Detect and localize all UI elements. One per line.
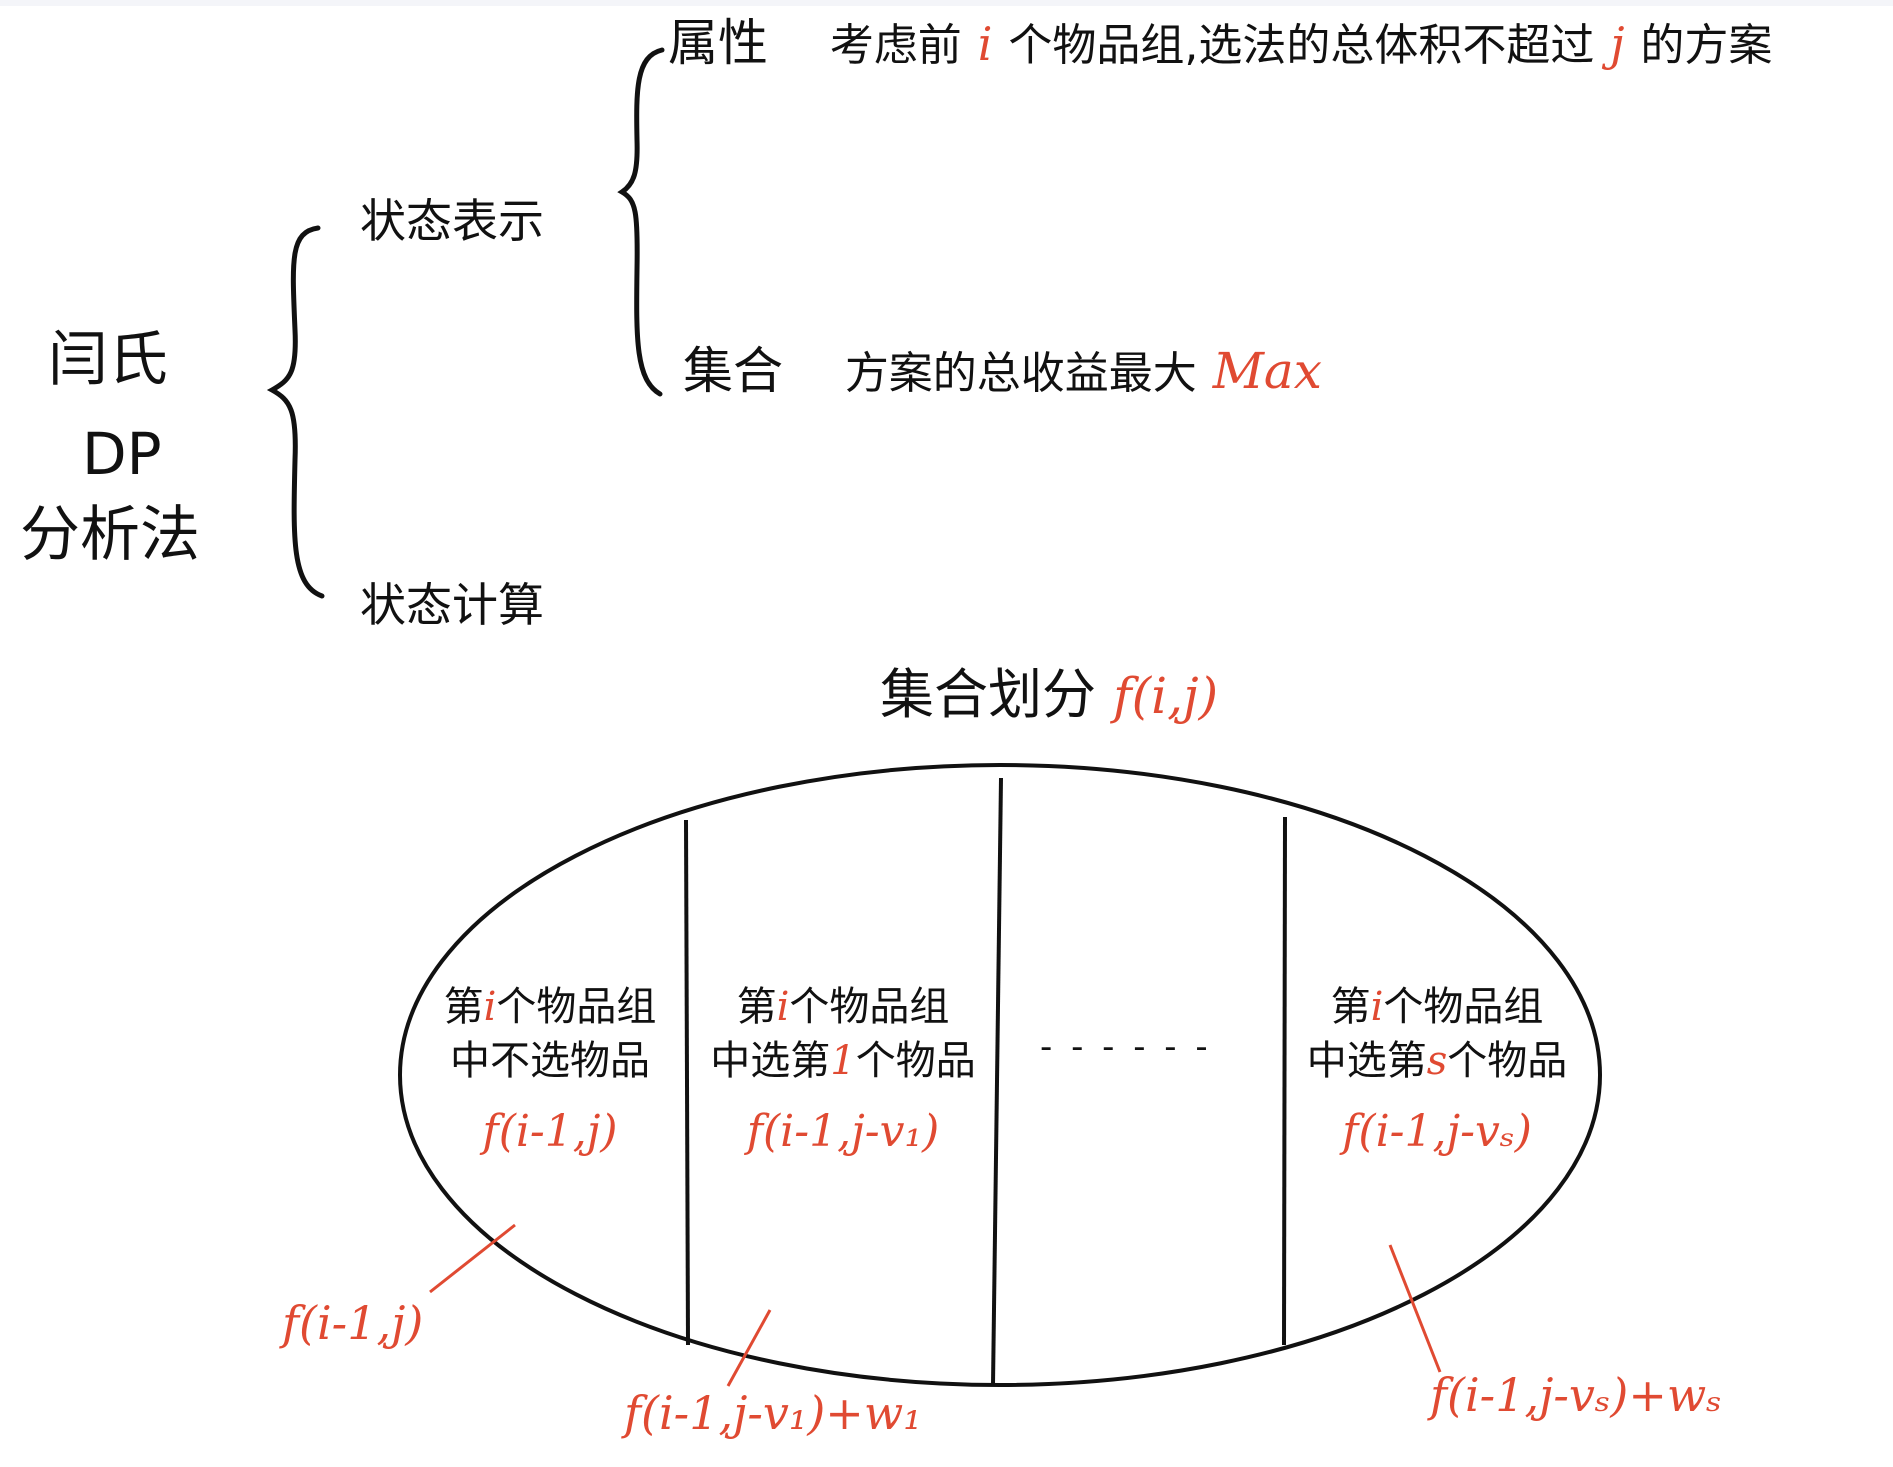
top-strip	[0, 0, 1893, 6]
sub-brace	[617, 47, 665, 397]
cell-3-var-i: i	[1370, 984, 1384, 1030]
divider-1	[684, 819, 690, 1346]
cell-1-prefix: 第	[443, 984, 484, 1030]
leader-3	[1388, 1244, 1442, 1373]
partition-cell-2: 第i个物品组 中选第1个物品 f(i-1,j-v₁)	[708, 980, 978, 1161]
cell-2-line2-a: 中选第	[710, 1038, 831, 1084]
cell-3-line2-var: s	[1426, 1038, 1448, 1084]
cell-2-line2-b: 个物品	[855, 1038, 976, 1084]
cell-1-expr: f(i-1,j)	[482, 1106, 618, 1157]
method-line-3: 分析法	[20, 500, 200, 570]
attribute-text-b: 个物品组,选法的总体积不超过	[1008, 20, 1595, 71]
main-brace	[266, 225, 325, 599]
cell-1-var-i: i	[483, 984, 497, 1030]
leader-2	[726, 1309, 772, 1387]
attribute-text-c: 的方案	[1640, 20, 1773, 71]
set-text: 方案的总收益最大	[844, 348, 1197, 399]
set-label: 集合	[683, 342, 783, 400]
attribute-var-j: j	[1610, 17, 1625, 71]
divider-3	[1282, 816, 1287, 1346]
method-line-2: DP	[82, 420, 162, 488]
cell-3-prefix: 第	[1330, 984, 1371, 1030]
attribute-label: 属性	[668, 14, 768, 72]
cell-2-expr: f(i-1,j-v₁)	[746, 1106, 940, 1157]
partition-title-expr: f(i,j)	[1113, 667, 1219, 725]
partition-title-row: 集合划分 f(i,j)	[880, 668, 1218, 722]
divider-2	[991, 777, 1003, 1386]
cell-2-group-text: 个物品组	[789, 984, 950, 1030]
cell-3-line2-a: 中选第	[1306, 1038, 1427, 1084]
cell-2-prefix: 第	[736, 984, 777, 1030]
method-line-1: 闫氏	[48, 325, 168, 395]
partition-title: 集合划分	[880, 663, 1096, 726]
attribute-text-a: 考虑前	[829, 20, 962, 71]
attribute-row: 属性 考虑前 i 个物品组,选法的总体积不超过 j 的方案	[668, 18, 1772, 68]
attribute-var-i: i	[977, 17, 993, 71]
cell-3-group-text: 个物品组	[1383, 984, 1544, 1030]
set-ellipse	[398, 763, 1602, 1387]
result-1: f(i-1,j)	[282, 1296, 424, 1350]
state-computation-label: 状态计算	[360, 578, 544, 632]
cell-2-line2-var: 1	[830, 1038, 856, 1084]
cell-3-expr: f(i-1,j-vₛ)	[1342, 1106, 1532, 1157]
cell-3-line2-b: 个物品	[1447, 1038, 1568, 1084]
set-row: 集合 方案的总收益最大 Max	[683, 346, 1322, 396]
set-max: Max	[1212, 342, 1322, 400]
cell-1-group-text: 个物品组	[496, 984, 657, 1030]
partition-cell-3: 第i个物品组 中选第s个物品 f(i-1,j-vₛ)	[1292, 980, 1582, 1161]
leader-1	[429, 1223, 516, 1294]
cell-1-line2: 中不选物品	[450, 1038, 650, 1084]
state-representation-label: 状态表示	[360, 194, 544, 248]
cell-2-var-i: i	[776, 984, 790, 1030]
result-2: f(i-1,j-v₁)+w₁	[624, 1386, 922, 1440]
result-3: f(i-1,j-vₛ)+wₛ	[1430, 1368, 1722, 1422]
partition-ellipsis: - - - - - -	[1040, 1027, 1212, 1067]
partition-cell-1: 第i个物品组 中不选物品 f(i-1,j)	[420, 980, 680, 1161]
